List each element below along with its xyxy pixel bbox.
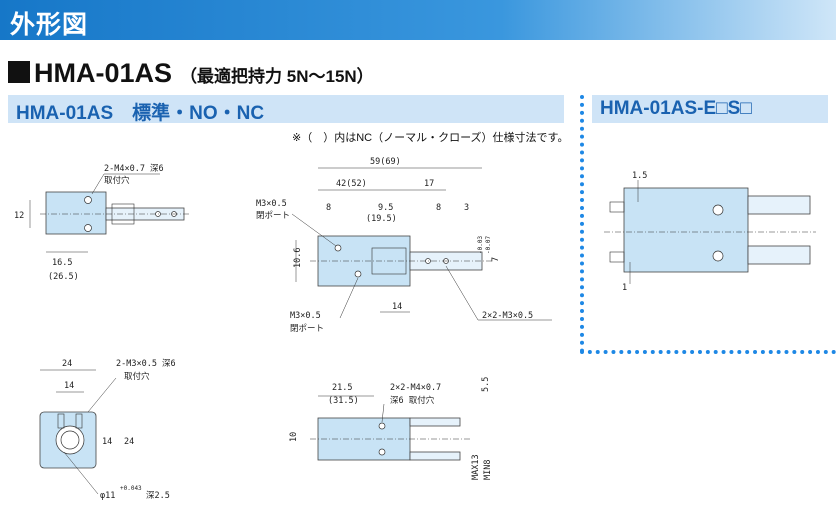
d2-19-5: (19.5) <box>366 214 397 224</box>
d3-phi-tol: +0.043 <box>120 485 142 492</box>
d2-port-a: 閉ポート <box>256 211 290 221</box>
d2-tol2: -0.07 <box>485 236 492 254</box>
d3-depth: 深2.5 <box>146 491 170 501</box>
square-bullet-icon <box>8 61 30 83</box>
drawing-bottom-view: 21.5 (31.5) 2×2-M4×0.7 深6 取付穴 5.5 10 MAX… <box>289 377 493 480</box>
model-heading: HMA-01AS （最適把持力 5N～15N） <box>8 58 374 89</box>
d1-hole-label: 2-M4×0.7 深6 <box>104 164 164 174</box>
d2-3: 3 <box>464 203 469 213</box>
section-right-title: HMA-01AS-E□S□ <box>600 98 752 119</box>
d2-m3-b: M3×0.5 <box>290 311 321 321</box>
d2-10-6: 10.6 <box>293 248 303 268</box>
d4-31-5: (31.5) <box>328 396 359 406</box>
d2-42: 42(52) <box>336 179 367 189</box>
d3-phi: φ11 <box>100 491 115 501</box>
d4-5-5: 5.5 <box>481 377 491 392</box>
d4-21-5: 21.5 <box>332 383 352 393</box>
d5-1: 1 <box>622 283 627 293</box>
d2-17: 17 <box>424 179 434 189</box>
d4-min: MIN8 <box>483 460 493 480</box>
d2-m3-a: M3×0.5 <box>256 199 287 209</box>
d5-1-5: 1.5 <box>632 171 647 181</box>
d2-8a: 8 <box>326 203 331 213</box>
model-subtitle: （最適把持力 5N～15N） <box>180 67 374 86</box>
d2-14: 14 <box>392 302 402 312</box>
d3-hole: 2-M3×0.5 深6 <box>116 359 176 369</box>
model-name: HMA-01AS <box>34 58 173 88</box>
d1-12: 12 <box>14 211 24 221</box>
dotted-divider-horizontal <box>580 350 836 354</box>
section-left-title: HMA-01AS 標準・NO・NC <box>16 103 265 124</box>
header-title: 外形図 <box>10 10 89 39</box>
d2-9-5: 9.5 <box>378 203 393 213</box>
section-right-band: HMA-01AS-E□S□ <box>592 95 828 123</box>
d4-hole: 2×2-M4×0.7 <box>390 383 441 393</box>
d3-14: 14 <box>64 381 74 391</box>
d3-v24: 24 <box>124 437 134 447</box>
d2-59: 59(69) <box>370 157 401 167</box>
d4-max: MAX13 <box>471 454 481 480</box>
drawing-variant: 1.5 1 <box>604 171 816 293</box>
d1-26-5: (26.5) <box>48 272 79 282</box>
d2-2x2-m3: 2×2-M3×0.5 <box>482 311 533 321</box>
dotted-divider-vertical <box>580 95 584 353</box>
d2-7: 7 <box>491 257 501 262</box>
d3-24: 24 <box>62 359 72 369</box>
d1-16-5: 16.5 <box>52 258 72 268</box>
d4-10: 10 <box>289 432 299 442</box>
d1-hole-label2: 取付穴 <box>104 175 130 186</box>
header-bar: 外形図 <box>0 0 836 40</box>
d3-hole2: 取付穴 <box>124 371 150 382</box>
d3-v14: 14 <box>102 437 112 447</box>
nc-note: ※（ ）内はNC（ノーマル・クローズ）仕様寸法です。 <box>292 132 569 144</box>
drawing-front-view: 59(69) 42(52) 17 M3×0.5 閉ポート 8 9.5 (19.5… <box>256 157 552 334</box>
drawing-top-view: 2-M4×0.7 深6 取付穴 12 16.5 (26.5) <box>14 164 190 282</box>
drawing-end-view: 24 14 2-M3×0.5 深6 取付穴 14 24 φ11 +0.043 深… <box>39 359 176 501</box>
d4-hole2: 深6 取付穴 <box>390 395 435 406</box>
section-left-band: HMA-01AS 標準・NO・NC <box>8 95 564 124</box>
d2-tol: -0.03 <box>477 236 484 254</box>
d2-port-b: 閉ポート <box>290 324 324 334</box>
d2-8b: 8 <box>436 203 441 213</box>
